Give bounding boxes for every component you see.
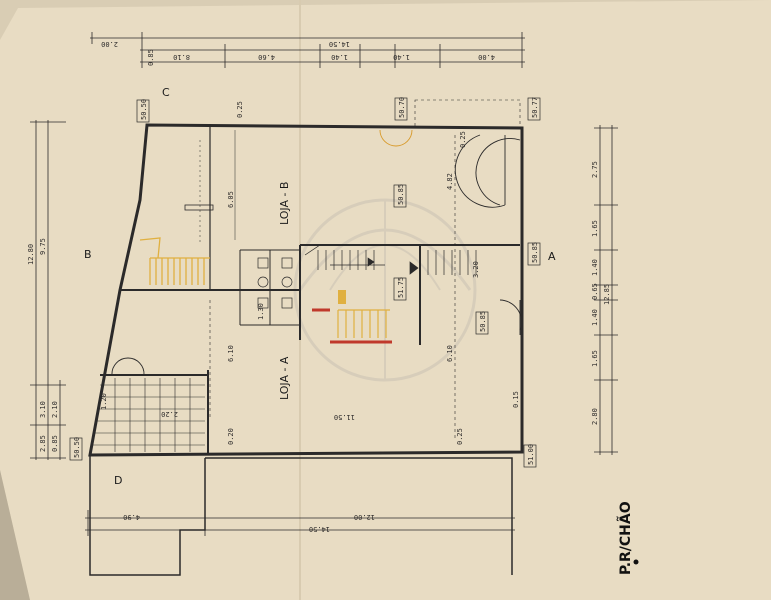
elevation-3: 50.77 — [531, 97, 539, 118]
paper-fold — [0, 470, 30, 600]
stair-center — [304, 244, 477, 275]
sheet-title: P.R/CHÃO — [617, 501, 634, 575]
left-dim-3: 3.10 — [39, 401, 47, 418]
right-dim-6: 1.65 — [591, 350, 599, 367]
courtyard-grid — [92, 378, 205, 452]
bottom-dim-1: 4.90 — [123, 513, 140, 521]
elevation-8: 51.00 — [527, 444, 535, 465]
room-label-loja-b: LOJA - B — [278, 182, 291, 225]
elevation-5: 50.85 — [531, 242, 539, 263]
bottom-dim-2: 12.00 — [354, 513, 375, 521]
right-dim-1: 2.75 — [591, 161, 599, 178]
elevation-box-9 — [69, 437, 83, 461]
top-dim-1: 2.00 — [101, 40, 118, 48]
inner-dim-11: 3.20 — [472, 261, 480, 278]
stair-left — [139, 237, 210, 285]
inner-dim-8: 0.20 — [227, 428, 235, 445]
elevation-box-3 — [527, 97, 541, 121]
elevation-box-4 — [393, 184, 407, 208]
left-dim-4: 2.10 — [51, 401, 59, 418]
room-label-loja-a: LOJA - A — [278, 356, 291, 400]
inner-dim-14: 1.20 — [100, 393, 108, 410]
inner-dim-7: 0.25 — [459, 131, 467, 148]
right-dim-4: 0.65 — [591, 283, 599, 300]
inner-dim-9: 0.25 — [456, 428, 464, 445]
elevation-box-6 — [393, 277, 407, 301]
top-dim-5: 1.40 — [331, 53, 348, 61]
inner-dim-12: 0.15 — [512, 391, 520, 408]
right-dim-5: 1.40 — [591, 309, 599, 326]
elevation-box-7 — [475, 311, 489, 335]
top-dim-6: 1.40 — [393, 53, 410, 61]
right-dim-3: 1.40 — [591, 259, 599, 276]
inner-dim-10: 1.30 — [257, 303, 265, 320]
bottom-dim-3: 14.50 — [309, 525, 330, 533]
top-dimension-lines — [90, 32, 525, 68]
lower-block-outline — [89, 455, 513, 576]
left-dim-1: 12.80 — [27, 244, 35, 265]
inner-dim-1: 6.05 — [227, 191, 235, 208]
wc-fixtures — [257, 257, 293, 309]
stair-lower — [337, 309, 390, 338]
inner-dim-4: 6.10 — [446, 345, 454, 362]
elevation-box-2 — [394, 97, 408, 121]
elevation-box-5 — [527, 242, 541, 266]
right-dim-8: 12.85 — [603, 284, 611, 305]
right-dim-7: 2.80 — [591, 408, 599, 425]
elevation-4: 50.85 — [397, 184, 405, 205]
top-dim-3: 8.10 — [173, 53, 190, 61]
elevation-2: 50.70 — [398, 97, 406, 118]
top-dim-4: 4.60 — [258, 53, 275, 61]
top-dim-8: 0.85 — [147, 49, 155, 66]
left-dimension-lines — [30, 120, 66, 460]
left-dim-6: 0.85 — [51, 435, 59, 452]
inner-dim-2: 4.82 — [446, 173, 454, 190]
inner-dim-13: 2.20 — [161, 410, 178, 418]
elevation-7: 50.85 — [479, 311, 487, 332]
inner-dim-3: 6.10 — [227, 345, 235, 362]
left-dim-2: 9.75 — [39, 238, 47, 255]
door-swings — [111, 129, 522, 376]
inner-dim-5: 11.50 — [334, 413, 355, 421]
section-mark-d: D — [114, 474, 122, 487]
right-dimension-lines — [594, 125, 618, 455]
left-dim-5: 2.85 — [39, 435, 47, 452]
stair-landing-marker — [338, 290, 346, 304]
elevation-6: 51.75 — [397, 277, 405, 298]
inner-dim-6: 0.25 — [236, 101, 244, 118]
section-mark-b: B — [84, 248, 92, 261]
section-mark-a: A — [548, 250, 556, 263]
elevation-1: 50.50 — [140, 99, 148, 120]
elevation-box-1 — [136, 99, 150, 123]
top-dim-7: 4.00 — [478, 53, 495, 61]
title-dot — [633, 559, 639, 565]
labels-layer: P.R/CHÃO LOJA - B LOJA - A C B A D 50.50… — [27, 40, 634, 575]
elevation-box-8 — [523, 444, 537, 468]
elevation-9: 50.50 — [73, 437, 81, 458]
top-dim-2: 14.50 — [329, 40, 350, 48]
right-dim-2: 1.65 — [591, 220, 599, 237]
section-mark-c: C — [162, 86, 170, 99]
